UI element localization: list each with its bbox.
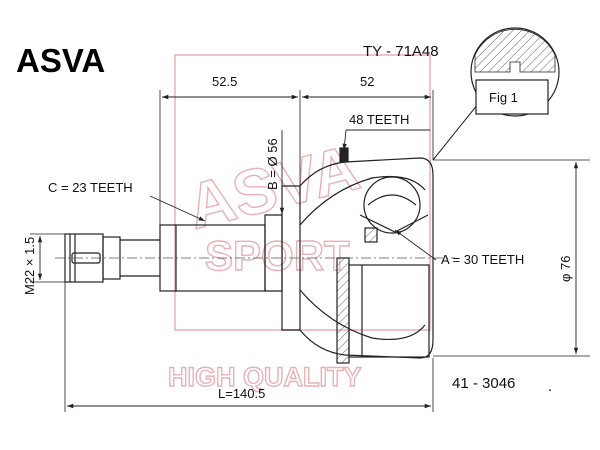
label-inner-teeth: A = 30 TEETH: [441, 252, 524, 267]
watermark-sport: SPORT: [205, 232, 350, 279]
leader-outer-teeth: [342, 129, 347, 151]
fig1-inset: Fig 1: [432, 27, 560, 161]
part-number: 41 - 3046: [452, 375, 515, 392]
watermark: ASVA SPORT HIGH QUALITY: [167, 54, 431, 393]
label-thread: M22 × 1.5: [22, 237, 37, 295]
leader-shaft-teeth: [149, 195, 206, 222]
dimension-lines: [37, 94, 579, 409]
inner-race: [363, 176, 421, 234]
part-number-suffix: .: [548, 378, 552, 395]
brand-logo: ASVA: [16, 42, 105, 79]
label-shaft-teeth: C = 23 TEETH: [48, 180, 133, 195]
extension-lines: [30, 90, 590, 412]
fig1-label: Fig 1: [489, 90, 518, 105]
housing-nub: [339, 147, 349, 163]
bell-housing: [281, 157, 434, 359]
label-outer-diameter: φ 76: [558, 255, 573, 282]
label-len-right: 52: [360, 74, 374, 89]
watermark-slogan: HIGH QUALITY: [168, 362, 362, 392]
label-outer-teeth: 48 TEETH: [349, 112, 409, 127]
label-len-left: 52.5: [212, 74, 237, 89]
model-code: TY - 71A48: [363, 43, 439, 60]
fig1-hatched-section: [474, 29, 556, 73]
fig1-circle: [470, 27, 560, 117]
cv-joint-body: [64, 147, 434, 364]
label-seal-diameter: B = Ø 56: [265, 138, 280, 190]
watermark-frame: [174, 54, 431, 331]
fig1-leader-line: [432, 103, 479, 161]
shaft-neck: [102, 236, 121, 280]
leader-inner-teeth: [394, 229, 437, 261]
fig1-label-box: [475, 79, 549, 115]
label-total-length: L=140.5: [218, 386, 265, 401]
abs-ring: [336, 257, 350, 364]
